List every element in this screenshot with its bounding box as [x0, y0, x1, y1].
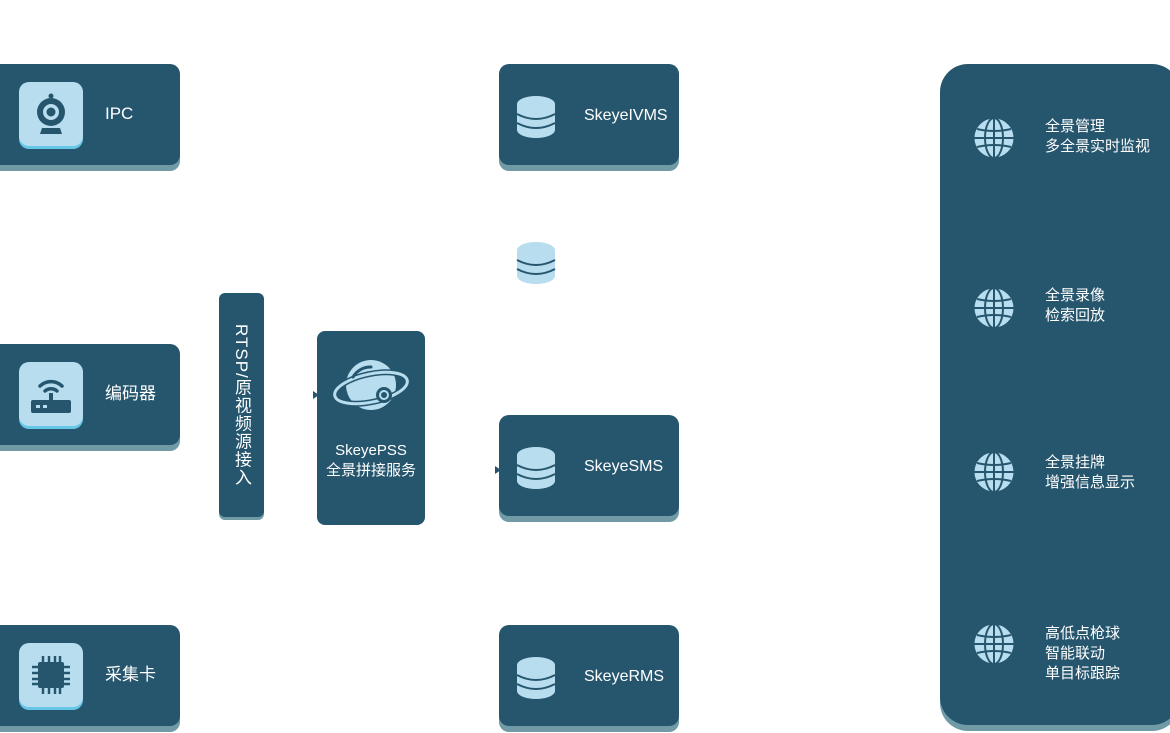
- chip-icon: [19, 643, 83, 707]
- database-icon: [516, 94, 556, 145]
- arrow-icon: [313, 391, 319, 399]
- feature-line: 单目标跟踪: [1045, 665, 1121, 682]
- database-icon: [515, 240, 557, 291]
- service-label: SkeyeRMS: [584, 668, 665, 685]
- feature-line: 增强信息显示: [1045, 474, 1136, 491]
- rtsp-ingest-label: RTSP/原视频源接入: [232, 323, 251, 487]
- source-label: 编码器: [105, 384, 156, 403]
- features-panel: 全景管理 多全景实时监视 全景录像 检索回放: [940, 64, 1170, 725]
- database-icon: [516, 445, 556, 496]
- source-card-ipc: IPC: [0, 64, 180, 165]
- feature-line: 全景录像: [1045, 287, 1106, 304]
- router-icon: [19, 362, 83, 426]
- feature-line: 全景挂牌: [1045, 454, 1106, 471]
- database-icon: [516, 655, 556, 706]
- service-card-sms: SkeyeSMS: [499, 415, 679, 516]
- arrow-icon: [495, 466, 501, 474]
- source-label: 采集卡: [105, 665, 156, 684]
- globe-icon: [972, 286, 1016, 335]
- globe-icon: [972, 450, 1016, 499]
- source-card-capture: 采集卡: [0, 625, 180, 726]
- source-card-encoder: 编码器: [0, 344, 180, 445]
- skeyepss-card: SkeyePSS 全景拼接服务: [317, 331, 425, 525]
- feature-line: 全景管理: [1045, 118, 1106, 135]
- service-label: SkeyeIVMS: [584, 107, 668, 124]
- pss-title: SkeyePSS: [335, 442, 407, 459]
- globe-icon: [972, 116, 1016, 165]
- feature-line: 智能联动: [1045, 645, 1106, 662]
- feature-line: 检索回放: [1045, 307, 1106, 324]
- feature-line: 高低点枪球: [1045, 625, 1121, 642]
- globe-icon: [972, 622, 1016, 671]
- service-label: SkeyeSMS: [584, 458, 664, 475]
- rtsp-ingest-bar: RTSP/原视频源接入: [219, 293, 264, 517]
- source-label: IPC: [105, 104, 134, 123]
- feature-line: 多全景实时监视: [1045, 138, 1151, 155]
- service-card-ivms: SkeyeIVMS: [499, 64, 679, 165]
- webcam-icon: [19, 82, 83, 146]
- planet-logo-icon: [331, 355, 411, 422]
- pss-subtitle: 全景拼接服务: [325, 462, 416, 479]
- service-card-rms: SkeyeRMS: [499, 625, 679, 726]
